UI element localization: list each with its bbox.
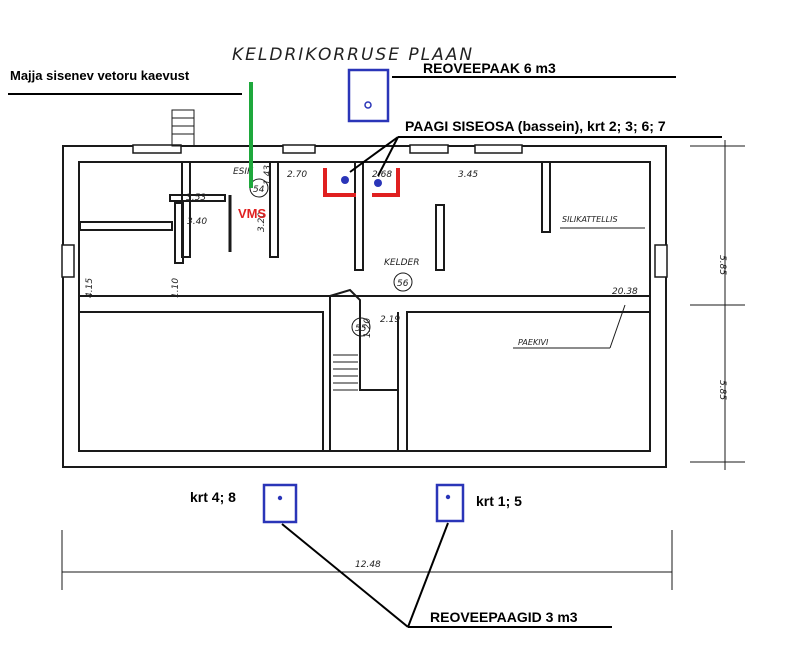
tank-6m3-marker: [364, 101, 372, 109]
windows: [61, 144, 668, 278]
dimension-label: 4.15: [85, 278, 95, 298]
vms-label: VMS: [238, 206, 267, 221]
tank-inner-red-left: [323, 168, 356, 197]
tank-3m3-right-marker: [445, 494, 451, 500]
tank-3m3-right: [435, 483, 465, 523]
dimension-label: 5.85: [717, 380, 727, 400]
room-label-esik: ESIK: [233, 167, 254, 177]
dimension-label: 12.48: [355, 560, 381, 570]
tank-inner-marker-right: [374, 179, 382, 187]
tank-inner-leaders: [349, 136, 722, 177]
stairs: [171, 109, 358, 391]
material-label-paekivi: PAEKIVI: [518, 338, 549, 347]
material-label-silikattellis: SILIKATTELLIS: [562, 215, 618, 224]
tank-3m3-right-label: krt 1; 5: [476, 493, 522, 509]
dimension-label: 2.68: [372, 170, 392, 180]
dimension-label: 3.40: [187, 217, 207, 227]
dimension-lines: [61, 140, 745, 590]
tank-3m3-left-label: krt 4; 8: [190, 489, 236, 505]
interior-walls: [78, 161, 651, 452]
tanks-3m3-leaders: [281, 522, 612, 628]
leader-lines-materials: [513, 227, 645, 349]
dimension-label: 20.38: [612, 287, 638, 297]
dimension-label: 3.53: [186, 193, 206, 203]
dimension-label: 2.70: [287, 170, 307, 180]
tank-inner-marker-left: [341, 176, 349, 184]
water-pipe-label: Majja sisenev vetoru kaevust: [10, 68, 190, 83]
dimension-label: 3.20: [257, 212, 267, 232]
dimension-label: 3.45: [458, 170, 478, 180]
tank-3m3-left: [262, 483, 298, 524]
dimension-label: 5.85: [717, 255, 727, 275]
outer-walls: [62, 145, 667, 468]
dimension-label: 2.19: [380, 315, 400, 325]
room-number-esik: 54: [253, 185, 265, 195]
room-label-kelder: KELDER: [384, 258, 419, 268]
tanks-3m3-label: REOVEEPAAGID 3 m3: [430, 609, 578, 625]
tank-inner-red-right: [372, 168, 400, 197]
dimension-label: 1.43: [263, 165, 273, 185]
tank-3m3-left-marker: [277, 495, 283, 501]
room-number-stair: 55: [355, 324, 367, 334]
tank-6m3-label: REOVEEPAAK 6 m3: [423, 60, 556, 76]
dimension-label: 1.10: [171, 278, 181, 298]
plan-title: KELDRIKORRUSE PLAAN: [232, 45, 474, 65]
tank-inner-label: PAAGI SISEOSA (bassein), krt 2; 3; 6; 7: [405, 118, 666, 134]
tank-6m3: [347, 68, 390, 123]
room-number-kelder: 56: [397, 279, 409, 289]
dimension-label: 1.20: [363, 318, 373, 338]
